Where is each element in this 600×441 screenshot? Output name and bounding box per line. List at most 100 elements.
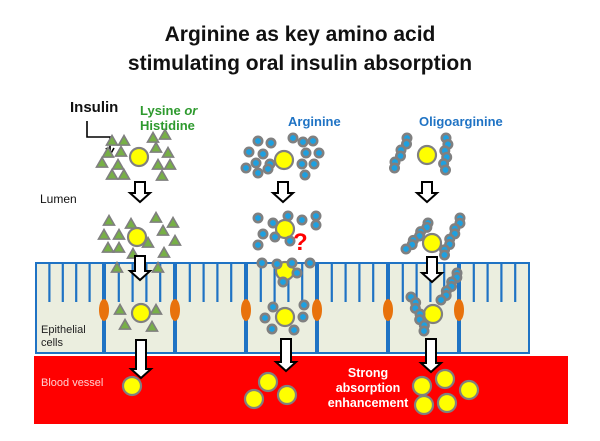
lysine-triangle: [161, 145, 175, 158]
lysine-triangle: [105, 133, 119, 146]
arginine-bead: [291, 267, 303, 279]
down-arrow: [414, 181, 440, 204]
arginine-bead: [252, 212, 264, 224]
arginine-bead: [296, 214, 308, 226]
insulin-molecule: [126, 226, 148, 248]
arginine-bead: [298, 299, 310, 311]
arginine-bead: [310, 210, 322, 222]
lysine-triangle: [146, 130, 160, 143]
arginine-bead: [257, 148, 269, 160]
epithelial-cell: [175, 262, 246, 354]
tight-junction: [241, 299, 251, 321]
lysine-triangle: [155, 168, 169, 181]
arginine-bead: [243, 146, 255, 158]
title-line-2: stimulating oral insulin absorption: [127, 52, 473, 75]
tight-junction: [454, 299, 464, 321]
down-arrow: [419, 256, 445, 284]
epithelial-cell: [35, 262, 104, 354]
epithelial-cell: [459, 262, 530, 354]
insulin-pointer-line: [86, 121, 111, 152]
oligoarginine-label: Oligoarginine: [419, 114, 503, 129]
arginine-bead: [439, 164, 451, 176]
lysine-triangle: [112, 240, 126, 253]
lysine-triangle: [145, 319, 159, 332]
insulin-molecule: [128, 146, 150, 168]
lysine-triangle: [149, 140, 163, 153]
lysine-triangle: [95, 155, 109, 168]
lysine-text: Lysine: [140, 103, 181, 118]
lysine-triangle: [124, 216, 138, 229]
epithelial-cells: [35, 262, 530, 354]
lysine-triangle: [141, 235, 155, 248]
arginine-bead: [300, 147, 312, 159]
lysine-triangle: [166, 215, 180, 228]
arginine-bead: [310, 219, 322, 231]
arginine-bead: [388, 162, 400, 174]
arginine-bead: [269, 231, 281, 243]
tight-junction: [170, 299, 180, 321]
down-arrow: [418, 338, 444, 374]
lysine-triangle: [112, 227, 126, 240]
lysine-triangle: [149, 302, 163, 315]
lysine-triangle: [101, 240, 115, 253]
lysine-triangle: [118, 317, 132, 330]
arginine-bead: [257, 228, 269, 240]
absorption-text: absorption: [335, 381, 401, 395]
arginine-bead: [252, 167, 264, 179]
epithelial-cell: [388, 262, 459, 354]
insulin-molecule: [411, 375, 433, 397]
insulin-molecule: [130, 302, 152, 324]
arginine-bead: [307, 135, 319, 147]
arginine-bead: [277, 276, 289, 288]
cells-text: cells: [41, 337, 64, 349]
lysine-triangle: [158, 127, 172, 140]
tight-junction: [383, 299, 393, 321]
lysine-triangle: [113, 302, 127, 315]
arginine-bead: [288, 324, 300, 336]
down-arrow: [273, 338, 299, 373]
insulin-molecule: [274, 306, 296, 328]
arginine-bead: [286, 257, 298, 269]
title-line-1: Arginine as key amino acid: [164, 23, 436, 46]
insulin-molecule: [416, 144, 438, 166]
insulin-molecule: [257, 371, 279, 393]
blood-vessel: [34, 356, 568, 424]
arginine-bead: [304, 257, 316, 269]
lysine-triangle: [117, 133, 131, 146]
enhancement-text: enhancement: [327, 396, 409, 410]
insulin-molecule: [436, 392, 458, 414]
arginine-bead: [438, 249, 450, 261]
flow-arrows: [127, 181, 445, 380]
question-mark: ?: [293, 229, 308, 256]
strong-text: Strong: [347, 366, 389, 380]
lysine-triangle: [117, 167, 131, 180]
lysine-triangle: [168, 233, 182, 246]
epithelial-text: Epithelial: [41, 324, 86, 336]
lysine-triangle: [102, 213, 116, 226]
arginine-bead: [262, 163, 274, 175]
lysine-triangle: [101, 145, 115, 158]
down-arrow: [128, 339, 154, 380]
arginine-bead: [297, 136, 309, 148]
tight-junction: [312, 299, 322, 321]
histidine-text: Histidine: [140, 118, 195, 133]
lysine-triangle: [114, 144, 128, 157]
arginine-bead: [256, 257, 268, 269]
arginine-bead: [308, 158, 320, 170]
lysine-triangle: [105, 167, 119, 180]
lumen-label: Lumen: [40, 192, 77, 206]
arginine-bead: [259, 312, 271, 324]
arginine-bead: [252, 239, 264, 251]
tight-junction: [99, 299, 109, 321]
arginine-bead: [284, 235, 296, 247]
arginine-label: Arginine: [288, 114, 341, 129]
arginine-bead: [418, 325, 430, 337]
arginine-bead: [400, 243, 412, 255]
epithelial-cell: [317, 262, 388, 354]
arginine-bead: [287, 132, 299, 144]
arginine-bead: [299, 169, 311, 181]
insulin-label: Insulin: [70, 99, 119, 116]
arginine-bead: [435, 294, 447, 306]
insulin-molecule: [273, 149, 295, 171]
